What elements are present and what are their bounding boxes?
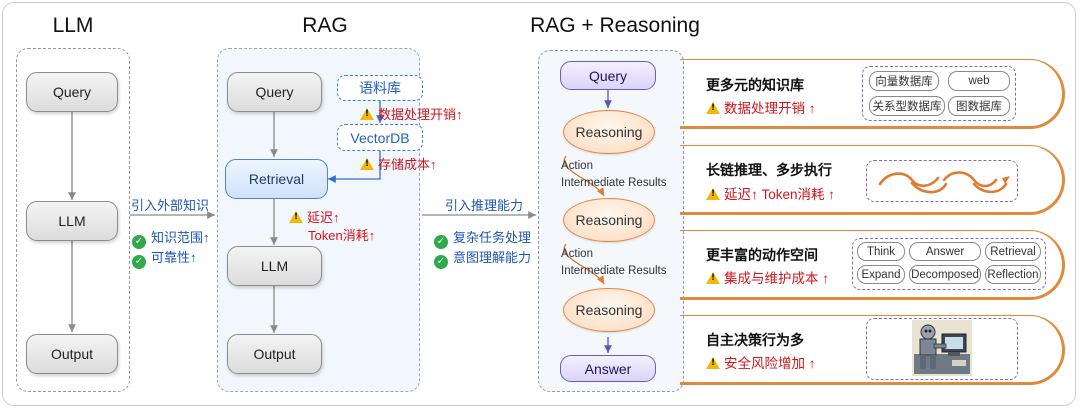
row-card-knowledge <box>680 59 1065 129</box>
knowledge-tags-box <box>862 66 1016 121</box>
row-3-cost: 集成与维护成本 ↑ <box>706 267 829 287</box>
reasoning-step-3: Reasoning <box>563 288 655 332</box>
warning-icon <box>706 357 720 369</box>
check-icon: ✓ <box>434 235 448 249</box>
latency-label: 延迟↑ <box>289 207 340 226</box>
row-4-title: 自主决策行为多 <box>706 332 804 348</box>
transition-2-benefit-2: ✓意图理解能力 <box>434 247 531 269</box>
transition-1-title: 引入外部知识 <box>131 198 210 213</box>
robot-image-box <box>866 318 1018 380</box>
warning-icon <box>706 272 720 284</box>
intermediate-label-2: Intermediate Results <box>561 265 667 277</box>
reasoning-step-1: Reasoning <box>563 110 655 154</box>
swirl-box <box>866 160 1018 202</box>
reasoning-query-node: Query <box>560 61 656 90</box>
row-card-action-space <box>680 230 1065 300</box>
rag-output-node: Output <box>227 334 322 374</box>
tag-retrieval: Retrieval <box>985 242 1041 261</box>
row-card-long-chain <box>680 145 1065 215</box>
outer-frame <box>2 2 1076 406</box>
rag-llm-node: LLM <box>227 246 322 286</box>
intermediate-label-1: Intermediate Results <box>561 177 667 189</box>
vectordb-node: VectorDB <box>337 124 423 151</box>
tag-relational-db: 关系型数据库 <box>869 96 945 116</box>
transition-1-benefit-1: ✓知识范围↑ <box>132 227 210 249</box>
answer-node: Answer <box>560 355 656 382</box>
tag-answer: Answer <box>909 242 981 261</box>
tag-reflection: Reflection <box>985 265 1041 284</box>
llm-model-node: LLM <box>26 201 118 241</box>
row-2-title: 长链推理、多步执行 <box>706 162 832 178</box>
transition-2-title: 引入推理能力 <box>445 198 524 213</box>
warning-icon <box>706 188 720 200</box>
llm-query-node: Query <box>26 72 118 112</box>
action-label-1: Action <box>561 160 593 172</box>
robot-at-computer-icon <box>912 320 972 376</box>
warning-icon <box>360 108 374 120</box>
warning-icon <box>706 102 720 114</box>
transition-1-benefit-2: ✓可靠性↑ <box>132 247 197 269</box>
row-3-title: 更丰富的动作空间 <box>706 247 818 263</box>
llm-panel <box>16 48 130 392</box>
tag-decomposed: Decomposed <box>909 265 981 284</box>
row-4-cost: 安全风险增加 ↑ <box>706 352 816 372</box>
heading-rag: RAG <box>302 14 348 37</box>
token-cost-label: Token消耗↑ <box>308 228 376 243</box>
tag-graph-db: 图数据库 <box>948 96 1010 116</box>
row-2-cost: 延迟↑ Token消耗 ↑ <box>706 183 835 203</box>
tag-vector-db: 向量数据库 <box>869 71 939 91</box>
tag-think: Think <box>857 242 905 261</box>
row-card-autonomy <box>680 315 1065 385</box>
row-1-cost: 数据处理开销 ↑ <box>706 97 816 117</box>
warning-icon <box>289 211 303 223</box>
tag-web: web <box>948 71 1010 91</box>
tag-expand: Expand <box>857 265 905 284</box>
action-tags-box <box>852 238 1046 290</box>
data-cost-label: 数据处理开销↑ <box>360 104 463 123</box>
reasoning-step-2: Reasoning <box>563 198 655 242</box>
transition-2-benefit-1: ✓复杂任务处理 <box>434 227 531 249</box>
rag-query-node: Query <box>227 72 322 112</box>
check-icon: ✓ <box>132 255 146 269</box>
heading-llm: LLM <box>52 14 94 37</box>
storage-cost-label: 存储成本↑ <box>360 154 437 173</box>
corpus-node: 语料库 <box>337 75 423 101</box>
check-icon: ✓ <box>132 235 146 249</box>
heading-rag-reasoning: RAG + Reasoning <box>530 14 700 37</box>
check-icon: ✓ <box>434 255 448 269</box>
warning-icon <box>360 158 374 170</box>
row-1-title: 更多元的知识库 <box>706 77 804 93</box>
retrieval-node: Retrieval <box>225 159 328 199</box>
action-label-2: Action <box>561 248 593 260</box>
llm-output-node: Output <box>26 334 118 374</box>
